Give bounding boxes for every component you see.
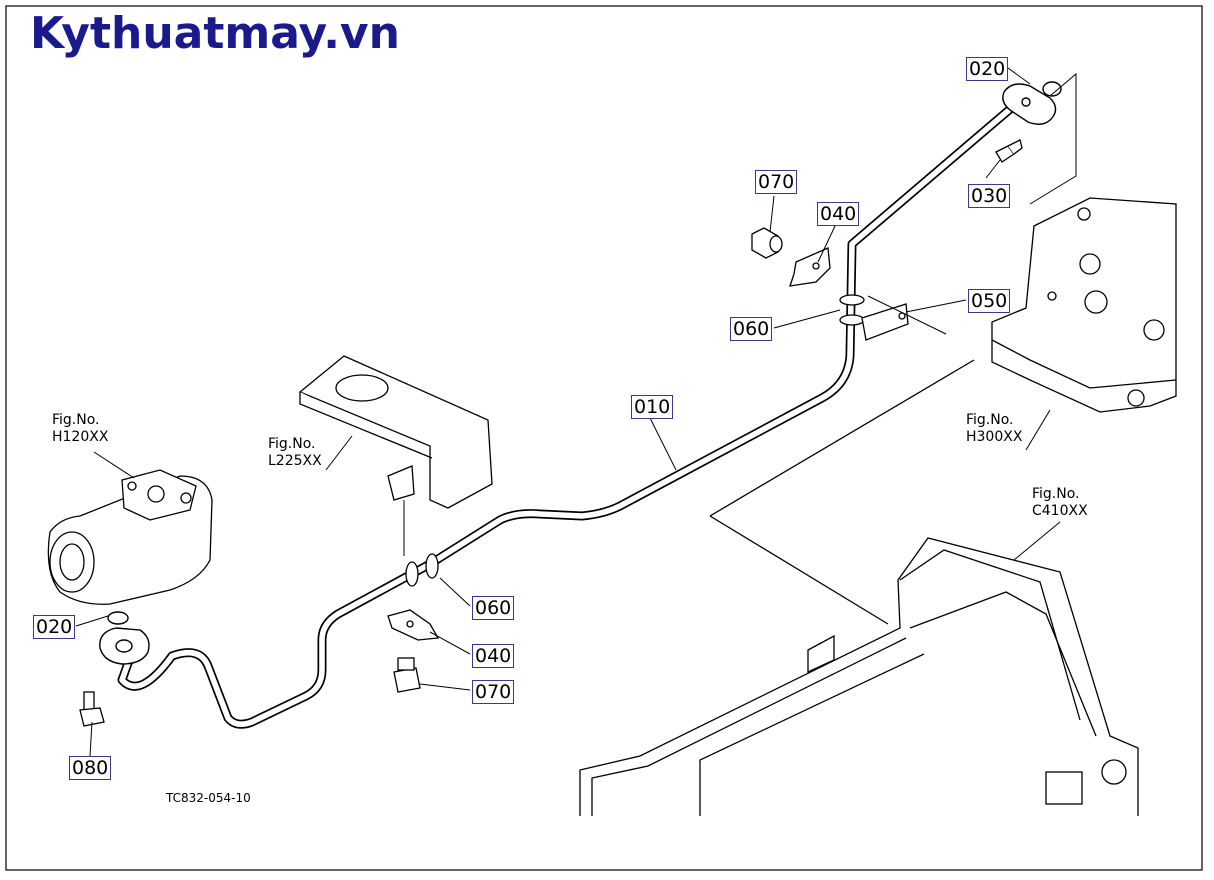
part-label-040-bottom[interactable]: 040 — [472, 644, 515, 668]
drawing-code: TC832-054-10 — [166, 791, 251, 805]
clamp-lower — [387, 553, 440, 693]
flange-top — [1002, 81, 1062, 125]
part-label-080[interactable]: 080 — [69, 756, 112, 780]
part-label-070-top[interactable]: 070 — [755, 170, 798, 194]
fig-ref-title: Fig.No. — [268, 436, 316, 452]
page-border — [5, 5, 1203, 871]
valve-h300 — [991, 197, 1177, 413]
part-label-010[interactable]: 010 — [631, 395, 674, 419]
part-label-040-top[interactable]: 040 — [817, 202, 860, 226]
fig-ref-code: H120XX — [52, 429, 109, 445]
part-label-070-bottom[interactable]: 070 — [472, 680, 515, 704]
part-label-060-top[interactable]: 060 — [730, 317, 773, 341]
case-c410 — [579, 359, 1139, 816]
fig-ref-c410[interactable]: Fig.No. C410XX — [1032, 486, 1088, 520]
fig-ref-h300[interactable]: Fig.No. H300XX — [966, 412, 1022, 446]
clamp-upper — [751, 227, 909, 341]
bracket-l225 — [298, 355, 493, 556]
part-label-030[interactable]: 030 — [968, 184, 1011, 208]
fig-ref-h120[interactable]: Fig.No. H120XX — [52, 412, 108, 446]
pump-h120 — [47, 469, 213, 605]
fig-ref-title: Fig.No. — [1032, 486, 1080, 502]
watermark-logo: Kythuatmay.vn — [30, 8, 400, 59]
pipe-010 — [117, 99, 1021, 729]
part-label-020-bottom[interactable]: 020 — [33, 615, 76, 639]
fig-ref-l225[interactable]: Fig.No. L225XX — [268, 436, 322, 470]
fig-ref-code: L225XX — [268, 453, 322, 469]
part-label-060-bottom[interactable]: 060 — [472, 596, 515, 620]
leader-lines — [75, 67, 1061, 757]
bolt-080 — [79, 691, 105, 727]
fig-ref-title: Fig.No. — [52, 412, 100, 428]
part-label-050[interactable]: 050 — [968, 289, 1011, 313]
leader-lines-h300 — [867, 72, 1077, 335]
bolt-030 — [995, 139, 1023, 163]
part-label-020-top[interactable]: 020 — [966, 57, 1009, 81]
fig-ref-title: Fig.No. — [966, 412, 1014, 428]
fig-ref-code: H300XX — [966, 429, 1023, 445]
fig-ref-code: C410XX — [1032, 503, 1088, 519]
flange-bottom — [99, 611, 150, 665]
